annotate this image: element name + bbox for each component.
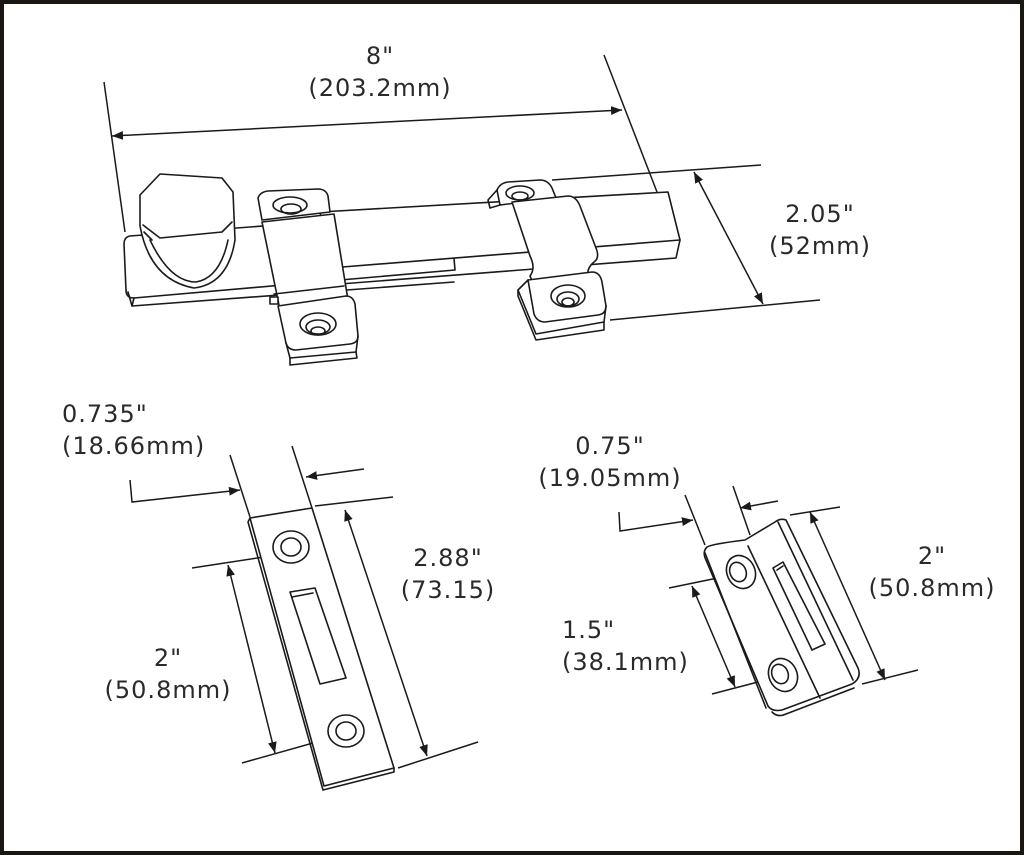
flat-strike-length-imperial: 2.88" <box>413 544 483 572</box>
angle-strike-hole-spacing-metric: (38.1mm) <box>562 648 689 676</box>
flat-strike-hole-spacing-label: 2" (50.8mm) <box>88 642 248 706</box>
angle-strike-plate-drawing <box>618 485 919 717</box>
angle-strike-width-metric: (19.05mm) <box>538 464 682 492</box>
angle-strike-width-imperial: 0.75" <box>575 432 645 460</box>
bolt-length-imperial: 8" <box>365 42 395 70</box>
flat-strike-length-metric: (73.15) <box>400 576 496 604</box>
bolt-length-label: 8" (203.2mm) <box>290 40 470 104</box>
flat-strike-length-label: 2.88" (73.15) <box>386 542 510 606</box>
bolt-height-metric: (52mm) <box>768 232 872 260</box>
flat-strike-width-imperial: 0.735" <box>62 400 148 428</box>
bolt-height-imperial: 2.05" <box>785 200 855 228</box>
flat-strike-hole-spacing-metric: (50.8mm) <box>104 676 232 704</box>
barrel-bolt-drawing <box>103 54 821 366</box>
angle-strike-length-imperial: 2" <box>917 542 947 570</box>
bolt-height-label: 2.05" (52mm) <box>752 198 888 262</box>
angle-strike-width-label: 0.75" (19.05mm) <box>518 430 702 494</box>
angle-strike-hole-spacing-label: 1.5" (38.1mm) <box>562 614 689 678</box>
flat-strike-hole-spacing-imperial: 2" <box>153 644 183 672</box>
flat-strike-width-label: 0.735" (18.66mm) <box>62 398 205 462</box>
flat-strike-width-metric: (18.66mm) <box>62 432 206 460</box>
bolt-length-metric: (203.2mm) <box>308 74 452 102</box>
angle-strike-length-metric: (50.8mm) <box>868 574 996 602</box>
angle-strike-length-label: 2" (50.8mm) <box>860 540 1004 604</box>
angle-strike-hole-spacing-imperial: 1.5" <box>562 616 616 644</box>
flat-strike-plate-drawing <box>129 445 479 791</box>
